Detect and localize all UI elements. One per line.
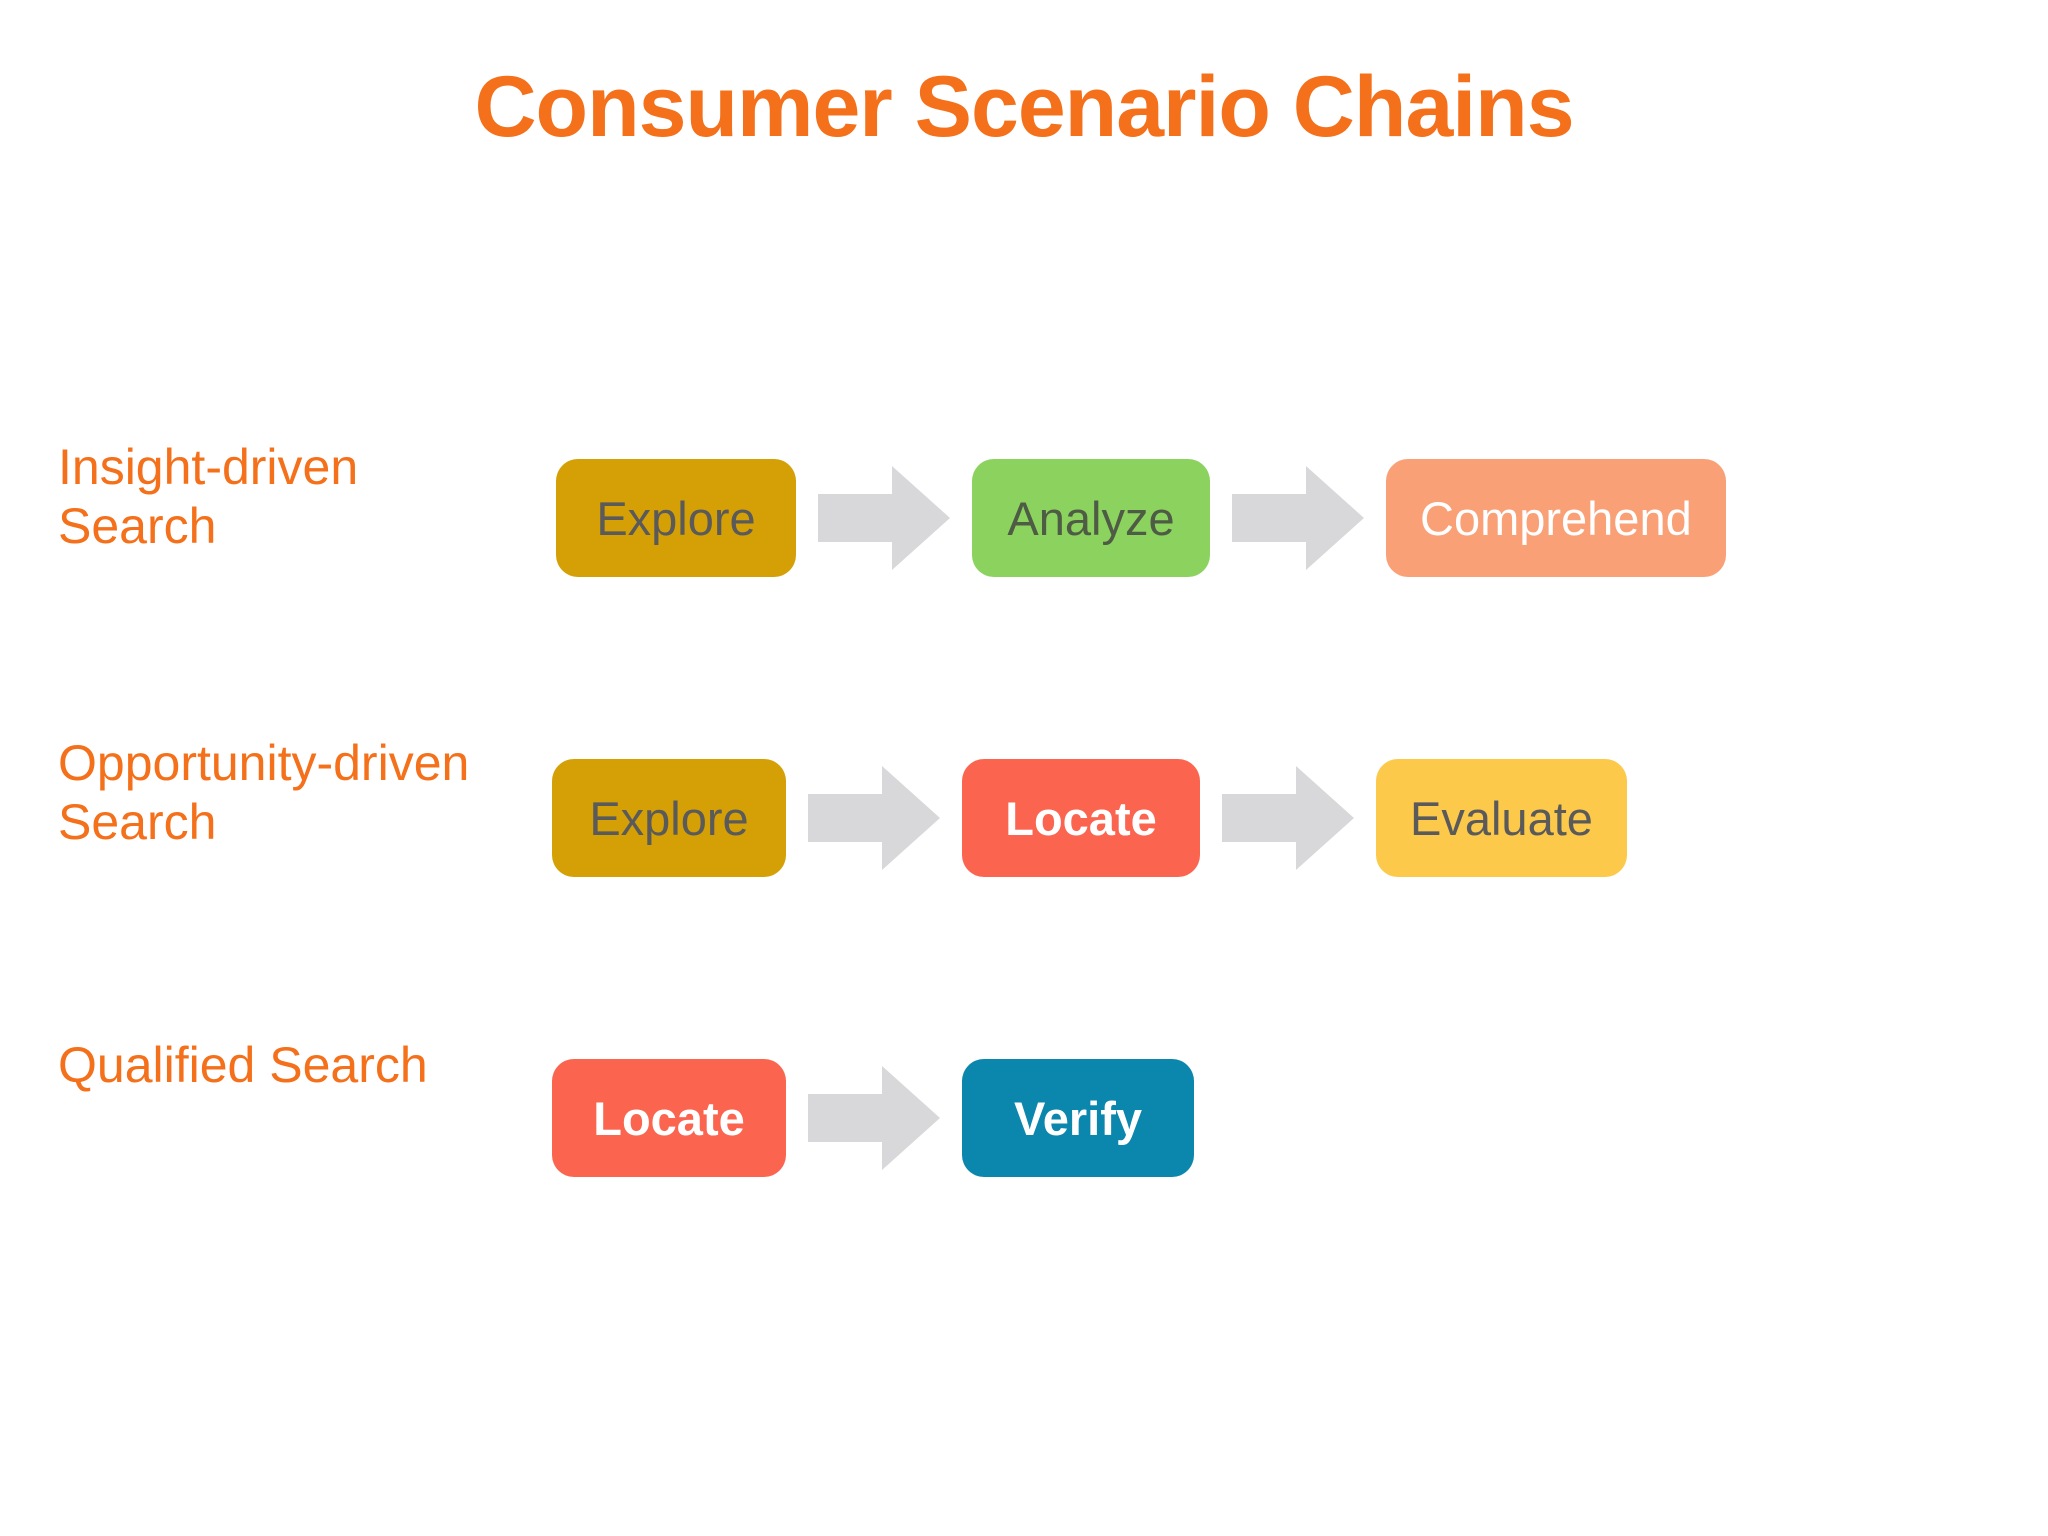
step-label: Locate xyxy=(1005,791,1157,845)
right-block-arrow-icon xyxy=(808,766,940,870)
chain-row-insight-driven-search: Insight-driven Search Explore Analyze Comp… xyxy=(0,418,2048,618)
step-label: Locate xyxy=(593,1091,745,1145)
step-box-explore[interactable]: Explore xyxy=(556,459,796,577)
step-label: Analyze xyxy=(1007,491,1175,545)
step-sequence-opportunity-driven-search: Explore Locate Evaluate xyxy=(552,718,1627,918)
row-label-opportunity-driven-search: Opportunity-driven Search xyxy=(58,735,470,850)
step-box-explore[interactable]: Explore xyxy=(552,759,786,877)
step-box-evaluate[interactable]: Evaluate xyxy=(1376,759,1627,877)
step-box-comprehend[interactable]: Comprehend xyxy=(1386,459,1726,577)
step-box-locate[interactable]: Locate xyxy=(962,759,1200,877)
right-block-arrow-icon xyxy=(818,466,950,570)
row-label-insight-driven-search: Insight-driven Search xyxy=(58,439,359,554)
right-block-arrow-icon xyxy=(808,1066,940,1170)
page-title: Consumer Scenario Chains xyxy=(474,59,1574,155)
step-label: Explore xyxy=(596,491,756,545)
step-label: Verify xyxy=(1013,1091,1143,1145)
right-block-arrow-icon xyxy=(1232,466,1364,570)
step-box-analyze[interactable]: Analyze xyxy=(972,459,1210,577)
step-sequence-insight-driven-search: Explore Analyze Comprehend xyxy=(556,418,1726,618)
step-label: Evaluate xyxy=(1410,791,1593,845)
chain-row-qualified-search: Qualified Search Locate Verify xyxy=(0,1018,2048,1218)
row-label-qualified-search: Qualified Search xyxy=(58,1037,428,1093)
step-box-verify[interactable]: Verify xyxy=(962,1059,1194,1177)
right-block-arrow-icon xyxy=(1222,766,1354,870)
step-box-locate[interactable]: Locate xyxy=(552,1059,786,1177)
step-sequence-qualified-search: Locate Verify xyxy=(552,1018,1194,1218)
step-label: Explore xyxy=(589,791,749,845)
step-label: Comprehend xyxy=(1420,491,1692,545)
